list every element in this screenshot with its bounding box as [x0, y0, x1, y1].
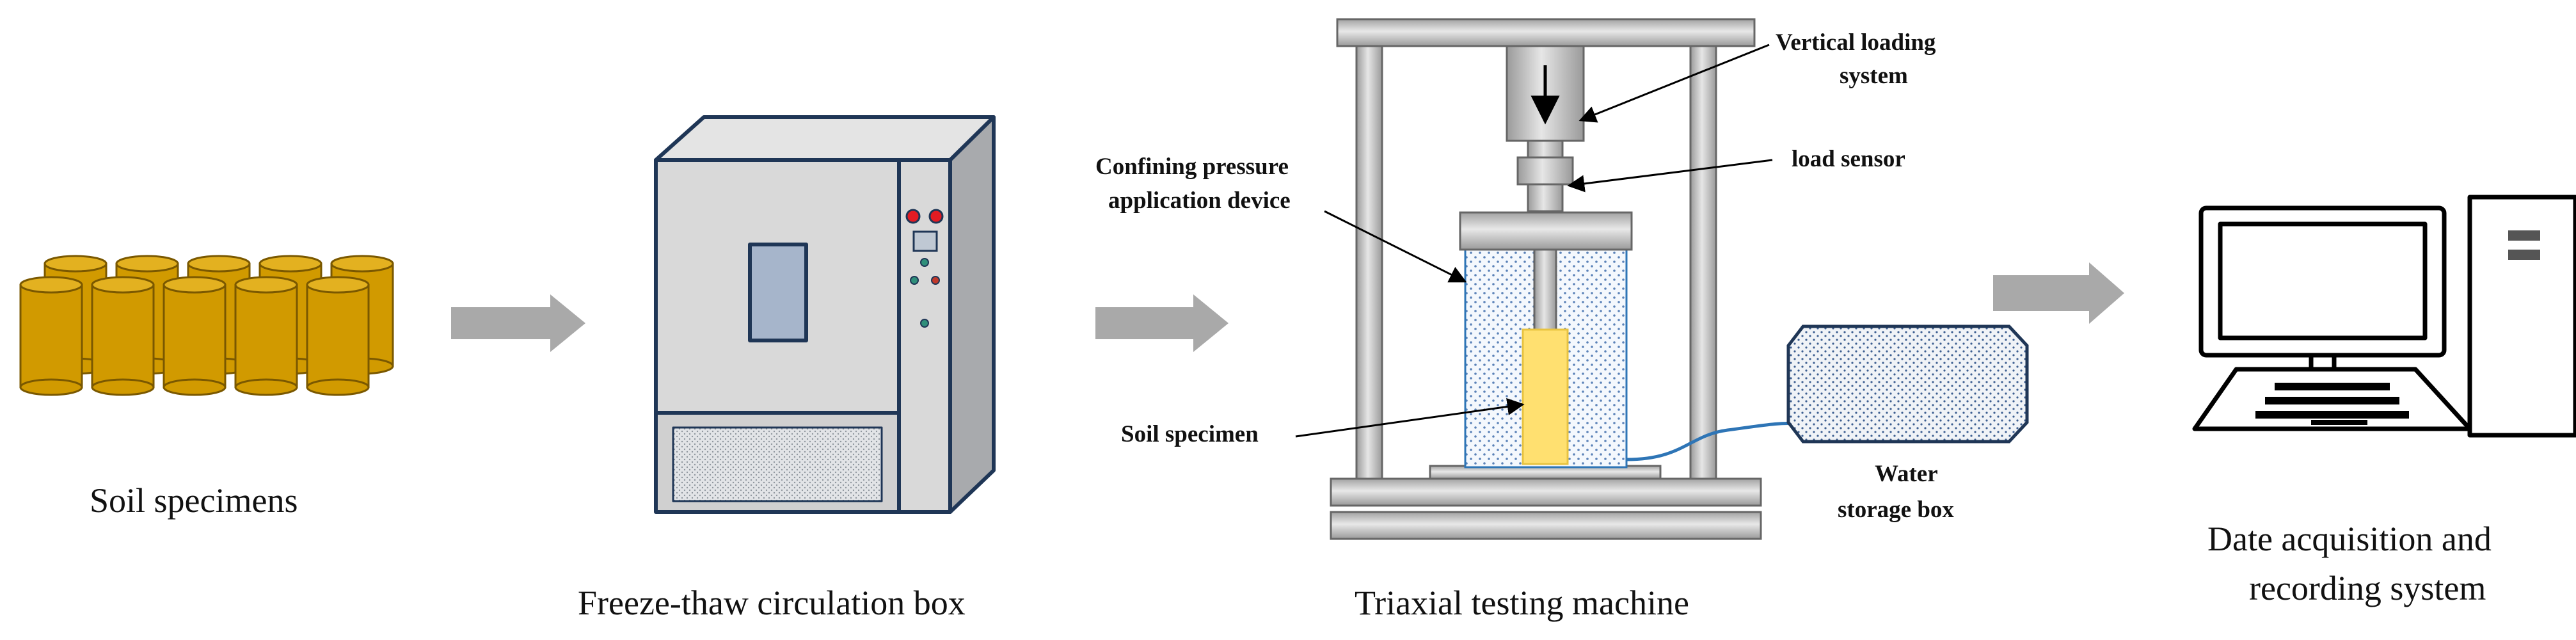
label-water: Water [1875, 461, 1938, 487]
keyboard-keys [2255, 383, 2409, 425]
label-soil-specimens: Soil specimens [90, 481, 298, 520]
flow-arrow-2 [1095, 294, 1228, 352]
cylinder-specimens-icon [19, 255, 394, 396]
label-soil-specimen: Soil specimen [1121, 421, 1259, 447]
label-triaxial-machine: Triaxial testing machine [1355, 584, 1689, 622]
freeze-thaw-chamber-icon [654, 115, 996, 514]
label-acquisition-2: recording system [2249, 569, 2486, 607]
tower-slots [2508, 230, 2540, 260]
label-storage-box: storage box [1838, 497, 1954, 523]
annotation-pointers [1295, 44, 1773, 438]
water-storage-box-icon [1786, 324, 2029, 444]
label-vertical-loading: Vertical loading [1776, 29, 1936, 56]
triaxial-machine-icon [1330, 18, 1762, 540]
label-vertical-loading-2: system [1840, 63, 1908, 89]
flow-arrow-1 [451, 294, 585, 352]
label-confining-pressure-2: application device [1108, 188, 1291, 214]
label-load-sensor: load sensor [1792, 146, 1905, 172]
flow-arrow-3 [1993, 262, 2124, 324]
label-acquisition: Date acquisition and [2207, 520, 2492, 558]
control-panel [905, 209, 944, 328]
label-confining-pressure: Confining pressure [1095, 154, 1289, 180]
water-hose [1626, 421, 1799, 461]
label-freeze-thaw-box: Freeze-thaw circulation box [578, 584, 966, 622]
